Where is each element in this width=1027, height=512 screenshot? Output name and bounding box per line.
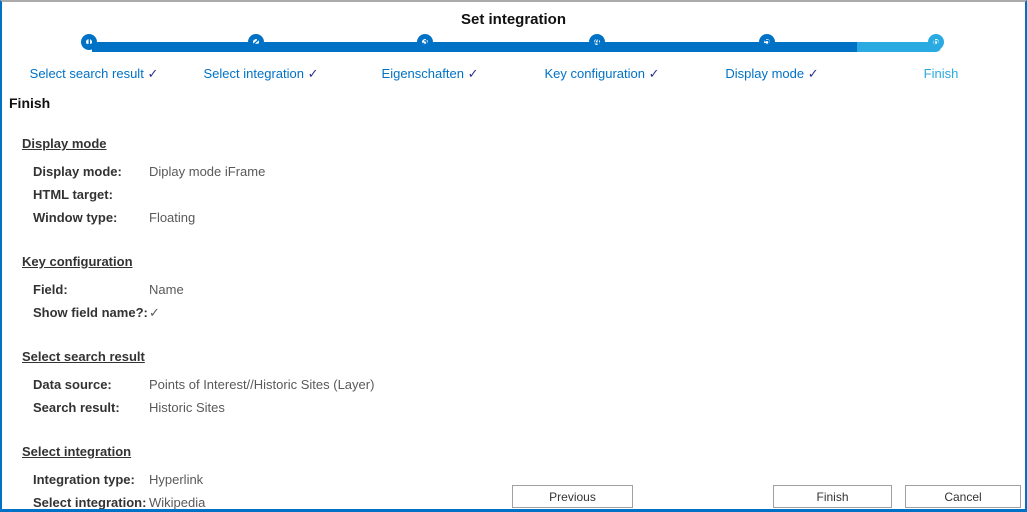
step-6-circle[interactable]: 6 (928, 34, 944, 50)
row-value: Points of Interest//Historic Sites (Laye… (149, 377, 375, 392)
section-key-configuration: Key configuration Field: Name Show field… (22, 254, 1025, 324)
step-1-label: Select search result ✓ (29, 66, 159, 81)
previous-button[interactable]: Previous (512, 485, 633, 508)
row-label: Search result: (33, 400, 120, 415)
step-4-circle[interactable]: 4 (589, 34, 605, 50)
section-select-integration: Select integration Integration type: Hyp… (22, 444, 1025, 510)
step-2-check-icon: ✓ (307, 66, 319, 81)
step-2-circle[interactable]: 2 (248, 34, 264, 50)
row-value: Historic Sites (149, 400, 225, 415)
row-label: Data source: (33, 377, 112, 392)
step-3-label: Eigenschaften ✓ (381, 66, 479, 81)
finish-button[interactable]: Finish (773, 485, 892, 508)
step-5-check-icon: ✓ (807, 66, 819, 81)
step-3-check-icon: ✓ (467, 66, 479, 81)
section-title-select-search-result: Select search result (22, 349, 145, 364)
section-title-display-mode: Display mode (22, 136, 107, 151)
step-4-check-icon: ✓ (648, 66, 660, 81)
step-1-circle[interactable]: 1 (81, 34, 97, 50)
summary-row: Select integration: Wikipedia (22, 491, 1025, 510)
row-label: HTML target: (33, 187, 113, 202)
checkmark-value: ✓ (149, 305, 160, 320)
step-5-label: Display mode ✓ (725, 66, 819, 81)
wizard-stepper: 1 Select search result ✓ 2 Select integr… (2, 30, 1025, 84)
row-label: Show field name?: (33, 305, 148, 320)
summary-row: Field: Name (22, 278, 1025, 301)
row-value: Name (149, 282, 184, 297)
page-heading: Finish (9, 95, 51, 111)
step-4-label: Key configuration ✓ (544, 66, 660, 81)
section-title-key-configuration: Key configuration (22, 254, 133, 269)
stepper-track-completed (92, 42, 857, 52)
summary-row: Display mode: Diplay mode iFrame (22, 160, 1025, 183)
cancel-button[interactable]: Cancel (905, 485, 1021, 508)
step-6-label: Finish (923, 66, 959, 81)
step-3-circle[interactable]: 3 (417, 34, 433, 50)
step-2-label: Select integration ✓ (203, 66, 319, 81)
summary-row: Search result: Historic Sites (22, 396, 1025, 419)
summary-row: Window type: Floating (22, 206, 1025, 229)
summary-row: Integration type: Hyperlink (22, 468, 1025, 491)
section-title-select-integration: Select integration (22, 444, 132, 459)
section-select-search-result: Select search result Data source: Points… (22, 349, 1025, 419)
row-label: Select integration: (33, 495, 147, 510)
summary-row: HTML target: (22, 183, 1025, 206)
stepper-track-remaining (857, 42, 941, 52)
row-value: Floating (149, 210, 196, 225)
row-label: Integration type: (33, 472, 135, 487)
summary-row: Data source: Points of Interest//Histori… (22, 373, 1025, 396)
summary-row: Show field name?: ✓ (22, 301, 1025, 324)
row-label: Field: (33, 282, 68, 297)
row-label: Window type: (33, 210, 118, 225)
row-value: Diplay mode iFrame (149, 164, 266, 179)
row-value: Wikipedia (149, 495, 206, 510)
row-value: Hyperlink (149, 472, 204, 487)
step-5-circle[interactable]: 5 (759, 34, 775, 50)
dialog-title: Set integration (460, 11, 566, 28)
row-label: Display mode: (33, 164, 122, 179)
step-1-check-icon: ✓ (147, 66, 159, 81)
section-display-mode: Display mode Display mode: Diplay mode i… (22, 136, 1025, 229)
